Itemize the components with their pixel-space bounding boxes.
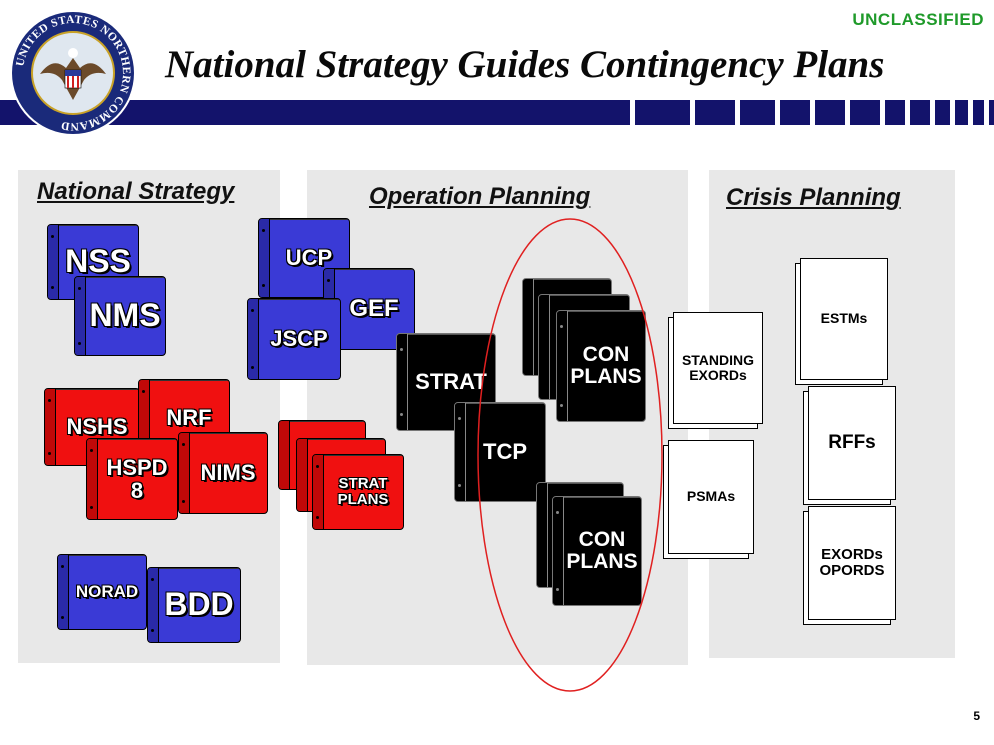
doc-psmas: PSMAs [668, 440, 754, 554]
binder-label: NSS [65, 243, 131, 280]
binder-label: NORAD [75, 582, 139, 602]
header-banner [0, 100, 994, 125]
doc-exords-opords: EXORDs OPORDS [808, 506, 896, 620]
binder-label: NIMS [200, 460, 256, 486]
page-number: 5 [973, 709, 980, 723]
binder-nims: NIMS [178, 432, 268, 514]
binder-tcp: TCP [454, 402, 546, 502]
highlight-ellipse [477, 218, 663, 692]
binder-label: CON PLANS [566, 527, 638, 573]
binder-nms: NMS [74, 276, 166, 356]
binder-label: UCP [285, 245, 333, 271]
binder-label: GEF [349, 295, 399, 323]
binder-strat: STRAT [396, 333, 496, 431]
binder-bdd: BDD [147, 567, 241, 643]
binder-ucp: UCP [258, 218, 350, 298]
binder-norad: NORAD [57, 554, 147, 630]
doc-standing-exords: STANDING EXORDs [673, 312, 763, 424]
binder-label: NSHS [66, 414, 128, 440]
binder-label: TCP [483, 439, 527, 465]
binder-hspd8: HSPD 8 [86, 438, 178, 520]
doc-estms: ESTMs [800, 258, 888, 380]
binder-label: JSCP [270, 326, 328, 352]
binder-label: CON PLANS [570, 342, 642, 388]
binder-label: NMS [89, 297, 161, 334]
binder-con-plans-bottom: CON PLANS [552, 496, 642, 606]
binder-jscp: JSCP [247, 298, 341, 380]
operation-planning-heading: Operation Planning [369, 183, 591, 210]
binder-label: HSPD 8 [106, 454, 168, 503]
northcom-seal: UNITED STATES NORTHERN COMMAND [8, 8, 138, 138]
binder-con-plans-top: CON PLANS [556, 310, 646, 422]
slide-title: National Strategy Guides Contingency Pla… [165, 43, 885, 86]
doc-rffs: RFFs [808, 386, 896, 500]
binder-label: STRAT PLANS [337, 475, 389, 508]
crisis-planning-heading: Crisis Planning [726, 184, 901, 211]
binder-label: NRF [166, 405, 212, 431]
binder-strat-plans: STRAT PLANS [312, 454, 404, 530]
classification-marking: UNCLASSIFIED [852, 10, 984, 29]
seal-emblem-icon: UNITED STATES NORTHERN COMMAND [10, 10, 136, 136]
binder-label: BDD [164, 586, 234, 623]
national-strategy-heading: National Strategy [37, 178, 235, 205]
binder-label: STRAT [415, 369, 487, 395]
